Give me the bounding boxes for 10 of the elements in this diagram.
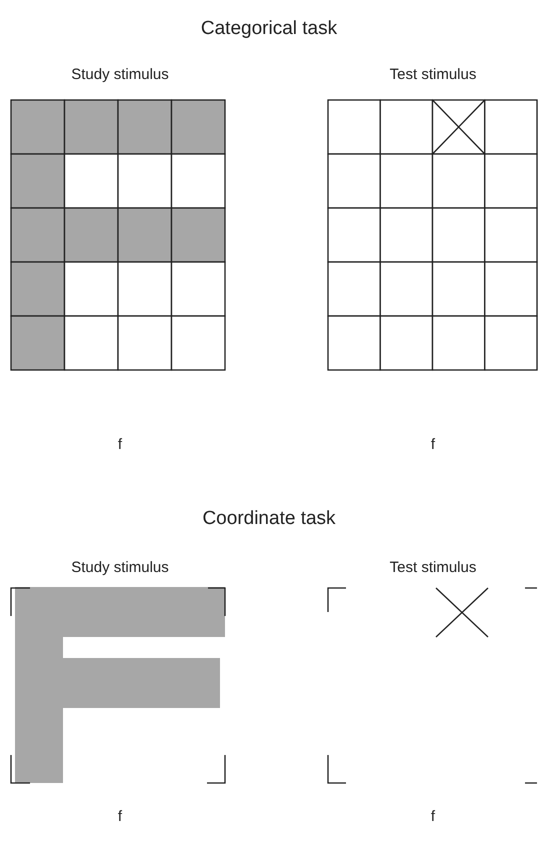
stimulus-label: Study stimulus xyxy=(71,66,169,83)
section-heading: Coordinate task xyxy=(202,508,336,530)
stimulus-label: Test stimulus xyxy=(390,559,476,576)
stimulus-label: Study stimulus xyxy=(71,559,169,576)
section-heading: Categorical task xyxy=(200,18,338,40)
letter-label: f xyxy=(118,436,122,453)
letter-label: f xyxy=(430,808,436,825)
letter-label: f xyxy=(118,808,122,825)
stimulus-label: Test stimulus xyxy=(390,66,476,83)
letter-label: f xyxy=(430,436,436,453)
